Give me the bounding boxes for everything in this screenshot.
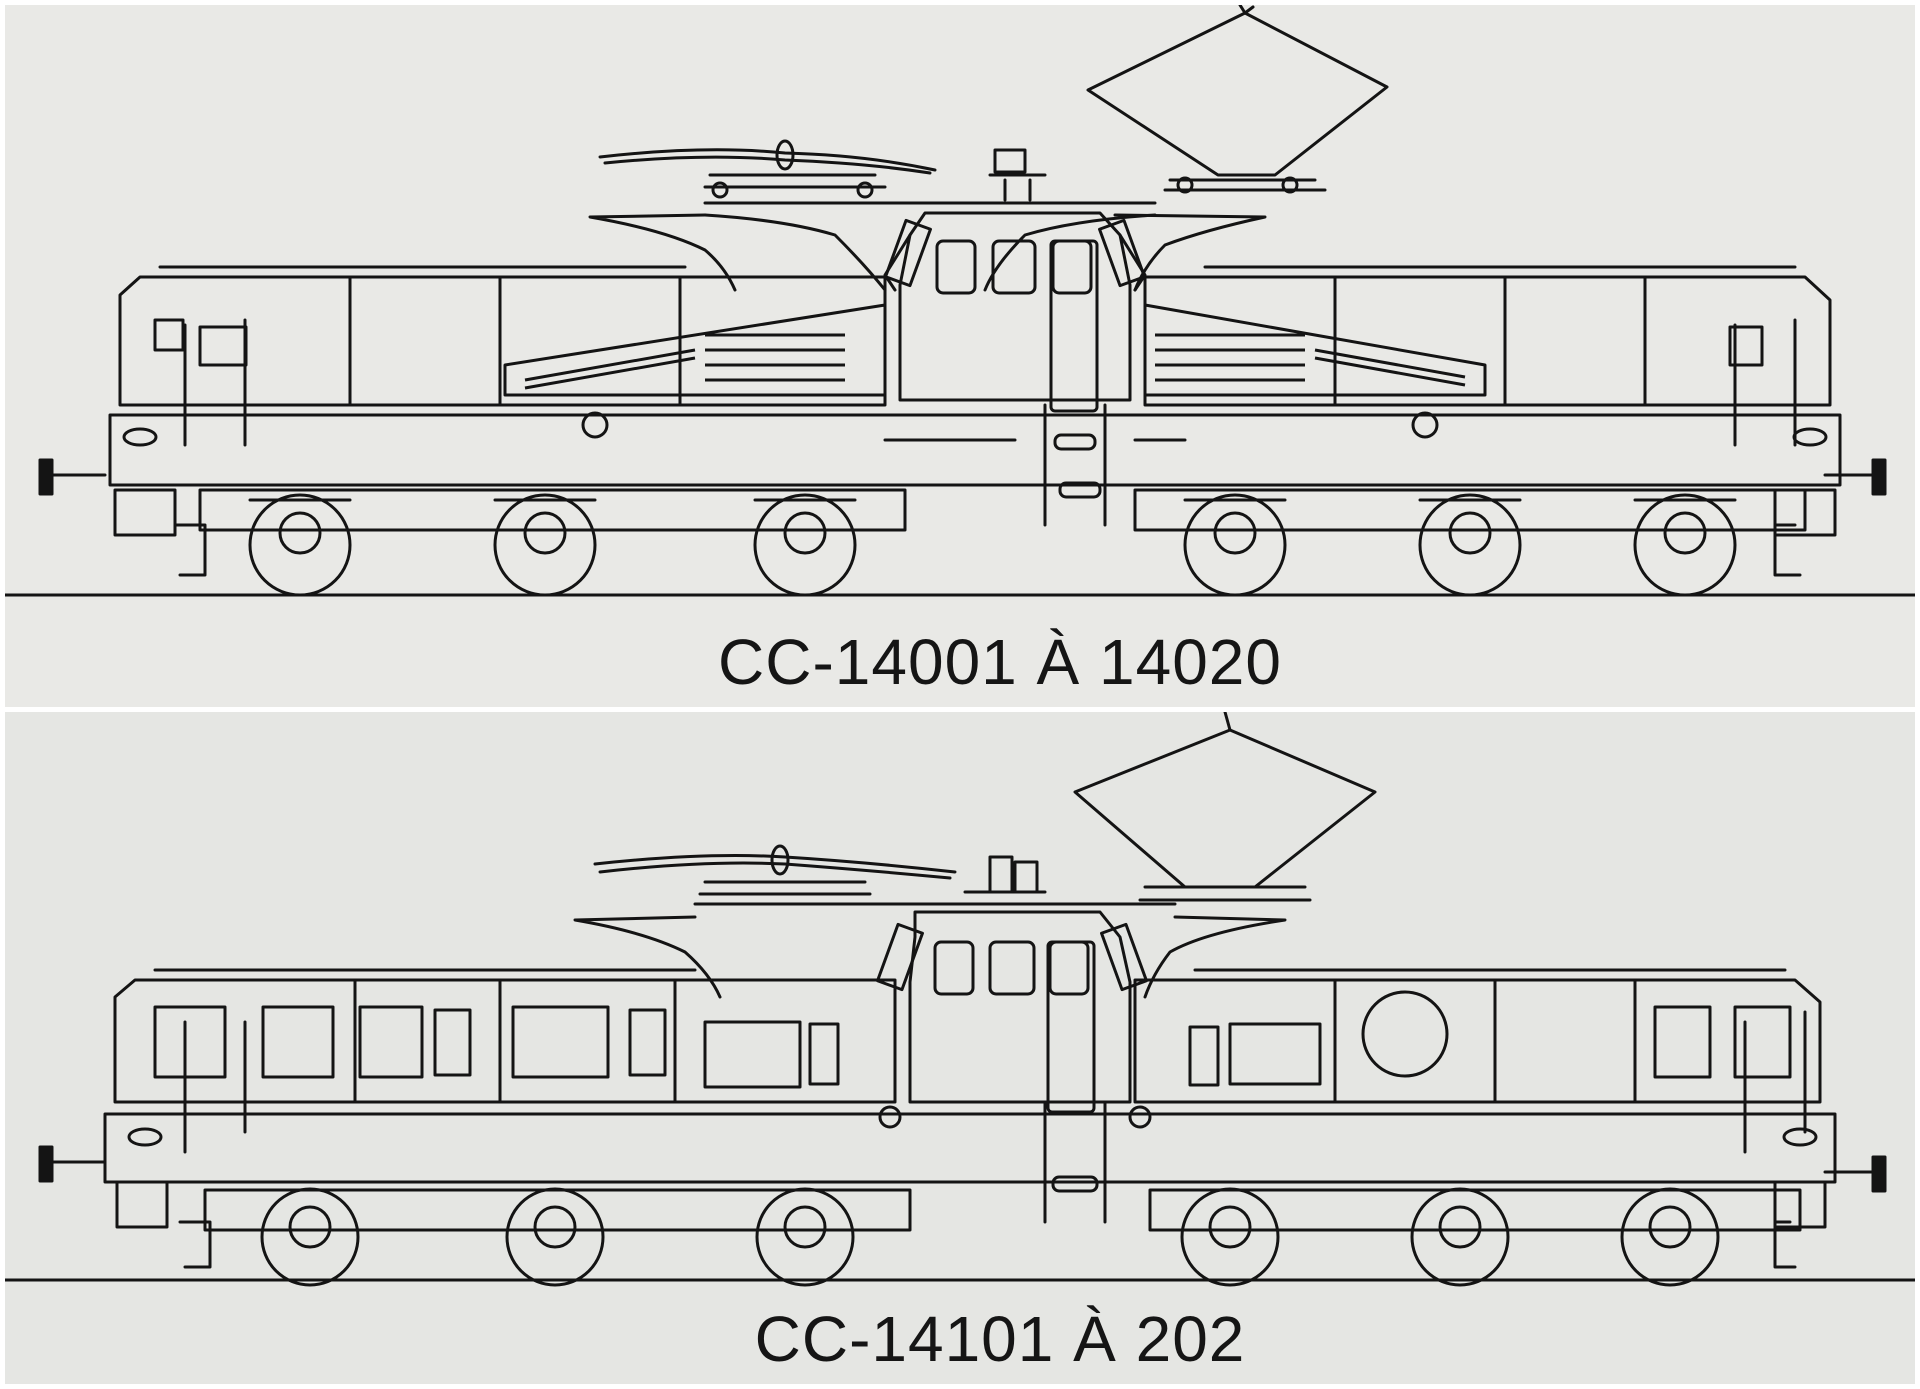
drawing-panel-cc-14101: CC-14101 À 202 [5, 712, 1915, 1384]
bogie-left [178, 1187, 912, 1287]
drawing-panel-cc-14001: CC-14001 À 14020 [5, 5, 1915, 707]
left-hood [118, 265, 887, 447]
right-hood [1143, 265, 1832, 447]
central-cab [883, 211, 1147, 413]
left-hood [113, 968, 897, 1154]
buffer-left [38, 1145, 169, 1229]
left-hood-grilles [153, 1005, 840, 1089]
right-hood-grilles [1188, 1005, 1792, 1087]
roof-platform [703, 201, 1157, 292]
locomotive-drawing-cc-14001 [5, 5, 1915, 597]
pantograph-folded [593, 844, 1047, 896]
pantograph-diamond [1073, 712, 1377, 902]
caption-cc-14001: CC-14001 À 14020 [718, 626, 1282, 698]
buffer-left [38, 458, 177, 537]
roof-platform [573, 902, 1287, 999]
caption-cc-14101: CC-14101 À 202 [754, 1303, 1246, 1375]
pantograph-folded [598, 139, 1047, 202]
bogie-right [1133, 488, 1807, 597]
main-frame [103, 1100, 1837, 1224]
pantograph-diamond [1086, 5, 1389, 194]
right-hood-grille [1143, 303, 1487, 397]
locomotive-drawing-cc-14101 [5, 712, 1915, 1287]
right-hood [1133, 968, 1822, 1154]
left-hood-grille [503, 303, 887, 397]
bogie-left [173, 488, 907, 597]
central-cab [876, 910, 1148, 1114]
main-frame [108, 403, 1842, 527]
buffer-right [1773, 1155, 1887, 1229]
bogie-right [1148, 1187, 1802, 1287]
